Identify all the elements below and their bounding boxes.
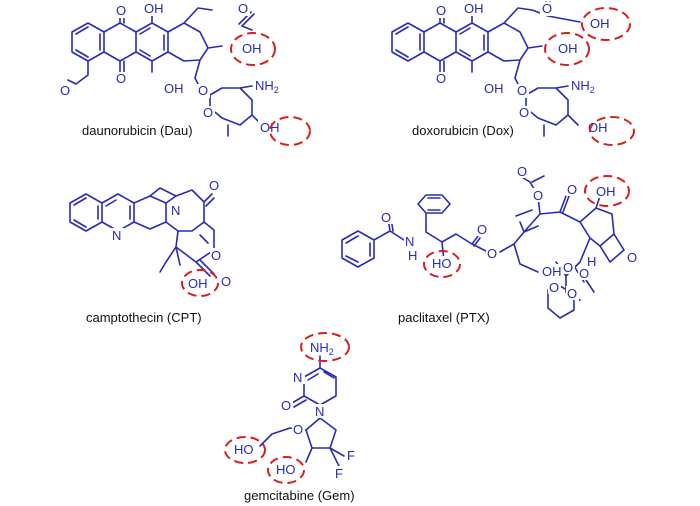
- ptx-atom-o-ester2: O: [487, 246, 497, 261]
- ptx-atom-o-ac-bot2: O: [567, 286, 577, 301]
- gem-atom-nh2: NH2: [310, 340, 334, 357]
- cpt-bonds: [69, 187, 215, 277]
- dox-atom-o-top2: O: [542, 1, 552, 16]
- cpt-caption: camptothecin (CPT): [86, 310, 202, 325]
- dox-atom-nh2: NH2: [571, 78, 595, 95]
- gem-highlight-ho1: [224, 436, 266, 464]
- ptx-atom-o-ac-bot: O: [579, 266, 589, 281]
- gem-highlight-nh2: [300, 332, 350, 362]
- gem-atom-ho1: HO: [234, 442, 254, 457]
- cpt-atom-n2: N: [171, 203, 180, 218]
- cpt-atom-n1: N: [112, 228, 121, 243]
- cpt-atom-o-ring: O: [211, 248, 221, 263]
- dox-atom-o-link: O: [517, 83, 527, 98]
- dox-highlight-oh-ch2: [581, 7, 631, 41]
- ptx-atom-o-amide: O: [381, 210, 391, 225]
- dox-atom-oh-bot: OH: [484, 81, 504, 96]
- molecule-gemcitabine: NH2 N O N O HO HO F F gemcitabine (Gem): [224, 332, 357, 503]
- ptx-atom-o-bz2: O: [549, 280, 559, 295]
- gem-caption: gemcitabine (Gem): [244, 488, 355, 503]
- ptx-atom-labels: O N H HO O O O O O OH OH H O O: [380, 164, 639, 301]
- cpt-atom-o-lact: O: [221, 274, 231, 289]
- dox-atom-o-bot1: O: [436, 71, 446, 86]
- dau-caption: daunorubicin (Dau): [82, 123, 193, 138]
- ptx-atom-h-n: H: [408, 248, 417, 263]
- ptx-atom-oh-bot: OH: [542, 264, 562, 279]
- cpt-highlight-oh: [181, 269, 219, 297]
- dox-atom-oh-ring: OH: [558, 41, 578, 56]
- ptx-atom-o-keto: O: [567, 182, 577, 197]
- cpt-atom-oh: OH: [188, 276, 208, 291]
- dau-atom-nh2: NH2: [255, 78, 279, 95]
- gem-atom-n3: N: [293, 370, 302, 385]
- molecule-paclitaxel: O N H HO O O O O O OH OH H O O: [341, 164, 639, 325]
- ptx-highlight-ho: [423, 250, 461, 278]
- gem-atom-o-carb: O: [281, 398, 291, 413]
- dox-highlight-oh-sugar: [589, 116, 635, 146]
- dau-atom-o-top1: O: [116, 3, 126, 18]
- ptx-atom-o-bz: O: [563, 260, 573, 275]
- dau-atom-oh-ring: OH: [242, 41, 262, 56]
- ptx-atom-o-oxetane: O: [627, 250, 637, 265]
- cpt-atom-labels: N N O O O OH: [111, 178, 233, 291]
- ptx-atom-oh-top: OH: [596, 184, 616, 199]
- dau-atom-o-top2: O: [238, 1, 248, 16]
- dox-caption: doxorubicin (Dox): [412, 123, 514, 138]
- ptx-bonds: [341, 175, 625, 319]
- dox-atom-oh-top: OH: [464, 1, 484, 16]
- dau-highlight-oh-sugar: [269, 116, 311, 146]
- cpt-atom-o-keto: O: [209, 178, 219, 193]
- gem-atom-ho2: HO: [276, 462, 296, 477]
- gem-atom-f2: F: [335, 466, 343, 481]
- dox-atom-labels: O OH O OH OH O OH O NH2 O OH: [434, 1, 610, 135]
- dox-highlight-oh-ring: [544, 32, 590, 66]
- dau-atom-ome: O: [60, 83, 70, 98]
- dau-atom-o-link: O: [198, 83, 208, 98]
- dox-atom-o-top1: O: [436, 3, 446, 18]
- ptx-atom-o-ester1: O: [477, 222, 487, 237]
- molecule-doxorubicin: O OH O OH OH O OH O NH2 O OH doxorubicin…: [391, 1, 635, 146]
- dau-bonds: [67, 7, 263, 137]
- dox-bonds: [391, 1, 581, 137]
- dau-atom-labels: O OH O OH O OH O O NH2 O OH: [58, 1, 280, 135]
- ptx-atom-ho: HO: [432, 256, 452, 271]
- ptx-caption: paclitaxel (PTX): [398, 310, 490, 325]
- gem-atom-labels: NH2 N O N O HO HO F F: [232, 340, 357, 481]
- gem-atom-f1: F: [347, 448, 355, 463]
- gem-atom-n1: N: [315, 404, 324, 419]
- molecule-camptothecin: N N O O O OH camptothecin (CPT): [69, 178, 233, 325]
- ptx-atom-o-ac-top2: O: [533, 188, 543, 203]
- dau-highlight-oh-ring: [230, 32, 276, 66]
- dau-atom-o-bot1: O: [116, 71, 126, 86]
- gem-atom-o-ring: O: [293, 422, 303, 437]
- ptx-highlight-oh-top: [584, 175, 630, 207]
- ptx-atom-n: N: [405, 234, 414, 249]
- dau-atom-oh-bot: OH: [164, 81, 184, 96]
- ptx-atom-o-ac-top: O: [517, 164, 527, 179]
- dox-atom-oh-ch2: OH: [590, 16, 610, 31]
- molecule-daunorubicin: O OH O OH O OH O O NH2 O OH daunorubicin…: [58, 1, 311, 146]
- dox-atom-o-sugar: O: [519, 105, 529, 120]
- dau-atom-o-sugar: O: [203, 105, 213, 120]
- ptx-atom-h-ring: H: [587, 254, 596, 269]
- gem-highlight-ho2: [267, 456, 305, 484]
- dau-atom-oh-top: OH: [144, 1, 164, 16]
